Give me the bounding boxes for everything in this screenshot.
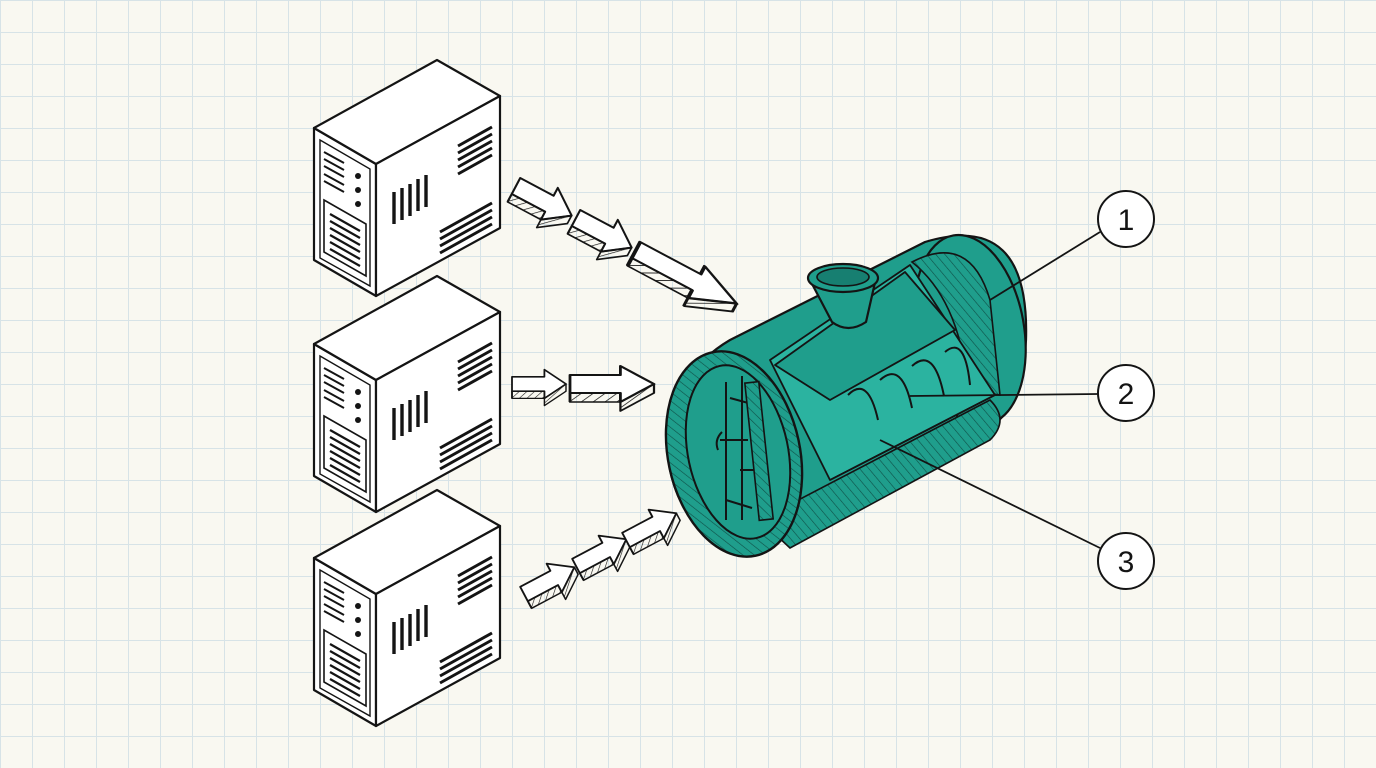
arrow-right-icon: [511, 368, 567, 407]
callout-leader-line: [989, 231, 1101, 301]
callout-leader-line: [879, 439, 1101, 549]
flow-arrow-bottom: [515, 497, 689, 617]
server-2: [312, 274, 502, 514]
arrow-right-icon: [621, 232, 747, 330]
flow-arrow-middle: [511, 364, 656, 413]
server-tower-icon: [312, 274, 502, 514]
arrow-right-icon: [502, 169, 582, 241]
callout-3: 3: [879, 439, 1155, 590]
callout-leader-line: [909, 393, 1099, 397]
flow-arrow-top: [502, 169, 747, 330]
callout-2: 2: [909, 364, 1155, 422]
callout-badge: [1097, 532, 1155, 590]
callout-badge: [1097, 190, 1155, 248]
server-1: [312, 58, 502, 298]
tank: [664, 233, 1028, 558]
server-tower-icon: [312, 488, 502, 728]
callout-label: 3: [1118, 546, 1135, 579]
callout-label: 1: [1118, 204, 1135, 237]
server-tower-icon: [312, 58, 502, 298]
callout-1: 1: [989, 190, 1155, 301]
callout-label: 2: [1118, 378, 1135, 411]
arrow-right-icon: [568, 364, 656, 413]
cutaway-cylinder-tank-icon: [664, 233, 1028, 558]
server-3: [312, 488, 502, 728]
callout-badge: [1097, 364, 1155, 422]
tank-hopper: [806, 262, 880, 330]
arrow-right-icon: [617, 497, 689, 563]
